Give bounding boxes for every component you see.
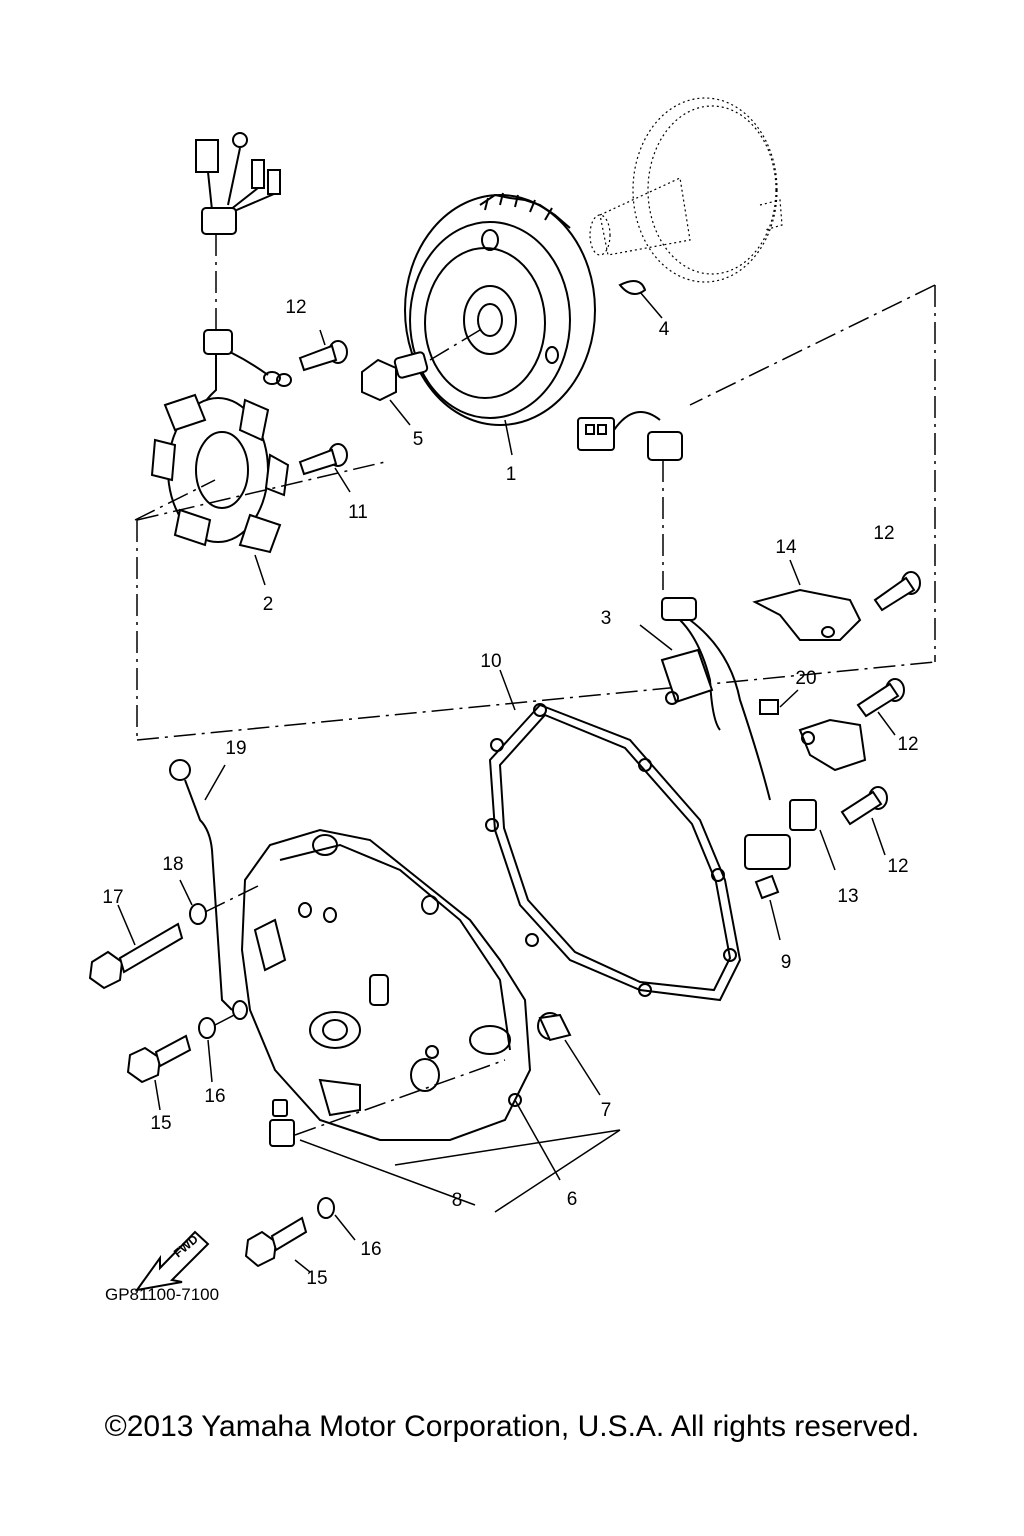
callout-11: 11: [348, 502, 368, 523]
stator-screws: [298, 329, 351, 493]
right-screws: [840, 571, 921, 856]
callout-12-d: 12: [887, 856, 908, 877]
callout-16-b: 16: [360, 1239, 381, 1260]
callout-1: 1: [506, 464, 517, 485]
leader-6: [514, 1099, 561, 1181]
callout-15-a: 15: [150, 1113, 171, 1134]
subassembly-outline: [134, 284, 936, 741]
sensor-and-clamp: [744, 689, 867, 871]
stator-assembly: [150, 132, 292, 586]
dowel-pin: [754, 874, 781, 941]
diagram-code: GP81100-7100: [105, 1285, 219, 1304]
bolt-15-washer-16-bottom: [244, 1197, 356, 1273]
lead-cover-plate: [752, 559, 862, 641]
pickup-coil-harness: [577, 411, 771, 801]
collar: [537, 1012, 601, 1096]
callout-12-c: 12: [897, 734, 918, 755]
callout-18: 18: [162, 854, 183, 875]
rotor-nut: [361, 329, 481, 426]
callout-12-b: 12: [873, 523, 894, 544]
callout-numbers: 1 2 3 4 5 6 7 8 9 10 11 12 12 12 12 13 1…: [102, 297, 918, 1289]
bolt-17-washer-18: [88, 879, 261, 990]
callout-5: 5: [413, 429, 424, 450]
callout-6: 6: [567, 1189, 578, 1210]
copyright-notice: ©2013 Yamaha Motor Corporation, U.S.A. A…: [104, 1410, 920, 1443]
callout-2: 2: [263, 594, 274, 615]
callout-7: 7: [601, 1100, 612, 1121]
callout-9: 9: [781, 952, 792, 973]
rotor-flywheel: [404, 192, 596, 456]
callout-13: 13: [837, 886, 858, 907]
bolt-15-washer-16-left: [126, 1011, 241, 1111]
callout-16-a: 16: [204, 1086, 225, 1107]
callout-12-a: 12: [285, 297, 306, 318]
callout-14: 14: [775, 537, 797, 558]
fwd-arrow-icon: FWD: [134, 1230, 210, 1292]
cover-gasket: [485, 669, 742, 1002]
callout-8: 8: [452, 1190, 463, 1211]
callout-20: 20: [795, 668, 816, 689]
callout-4: 4: [659, 319, 670, 340]
crankcase-cover: [240, 828, 621, 1213]
callout-17: 17: [102, 887, 123, 908]
crankshaft-reference: [589, 97, 783, 283]
callout-10: 10: [480, 651, 501, 672]
ground-lead-wire: [169, 759, 248, 1020]
woodruff-key: [618, 280, 663, 319]
callout-19: 19: [225, 738, 246, 759]
callout-3: 3: [601, 608, 612, 629]
callout-15-b: 15: [306, 1268, 327, 1289]
